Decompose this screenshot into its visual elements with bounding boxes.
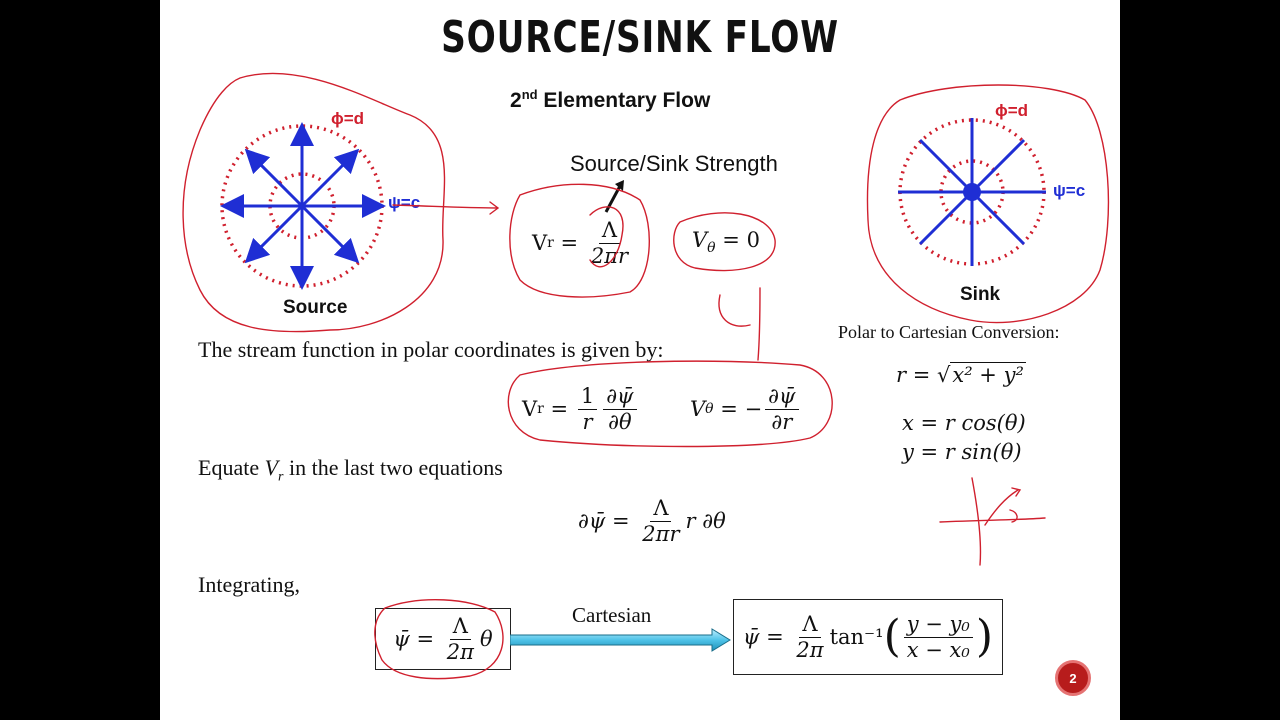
- sink-psi-label: ψ=c: [1053, 181, 1086, 200]
- strength-label: Source/Sink Strength: [570, 151, 778, 176]
- slide: SOURCE/SINK FLOW 2nd Elementary Flow ϕ=d…: [160, 0, 1120, 720]
- polar-conversion-heading: Polar to Cartesian Conversion:: [838, 322, 1060, 342]
- sink-phi-label: ϕ=d: [995, 101, 1029, 120]
- cartesian-arrow-icon: [510, 628, 731, 652]
- sink-center-dot: [963, 183, 981, 201]
- cartesian-label: Cartesian: [572, 603, 652, 627]
- subtitle-number: 2: [510, 89, 522, 112]
- page-number-badge: 2: [1055, 660, 1091, 696]
- source-caption: Source: [283, 297, 348, 318]
- source-psi-label: ψ=c: [388, 193, 421, 212]
- source-phi-label: ϕ=d: [331, 109, 365, 128]
- equate-text: Equate Vr in the last two equations: [198, 455, 503, 485]
- arrow-scribble: [718, 287, 761, 361]
- source-streamlines: [220, 122, 386, 290]
- sink-diagram: [898, 118, 1046, 266]
- x-equation: x = r cos(θ): [902, 411, 1026, 435]
- r-equation: r = √x² + y²: [896, 362, 1026, 387]
- subtitle-sup: nd: [521, 87, 538, 102]
- y-equation: y = r sin(θ): [902, 440, 1022, 464]
- integrating-text: Integrating,: [198, 572, 301, 597]
- angle-sketch: [984, 487, 1022, 526]
- subtitle-text: Elementary Flow: [543, 89, 711, 112]
- axes-sketch: [939, 477, 1046, 566]
- vtheta-equation: Vθ = 0: [692, 228, 760, 257]
- sink-caption: Sink: [960, 284, 1001, 305]
- subtitle: 2nd Elementary Flow: [510, 87, 710, 113]
- page-title: SOURCE/SINK FLOW: [441, 12, 839, 63]
- strength-arrow-icon: [604, 180, 624, 213]
- stream-function-text: The stream function in polar coordinates…: [198, 337, 664, 362]
